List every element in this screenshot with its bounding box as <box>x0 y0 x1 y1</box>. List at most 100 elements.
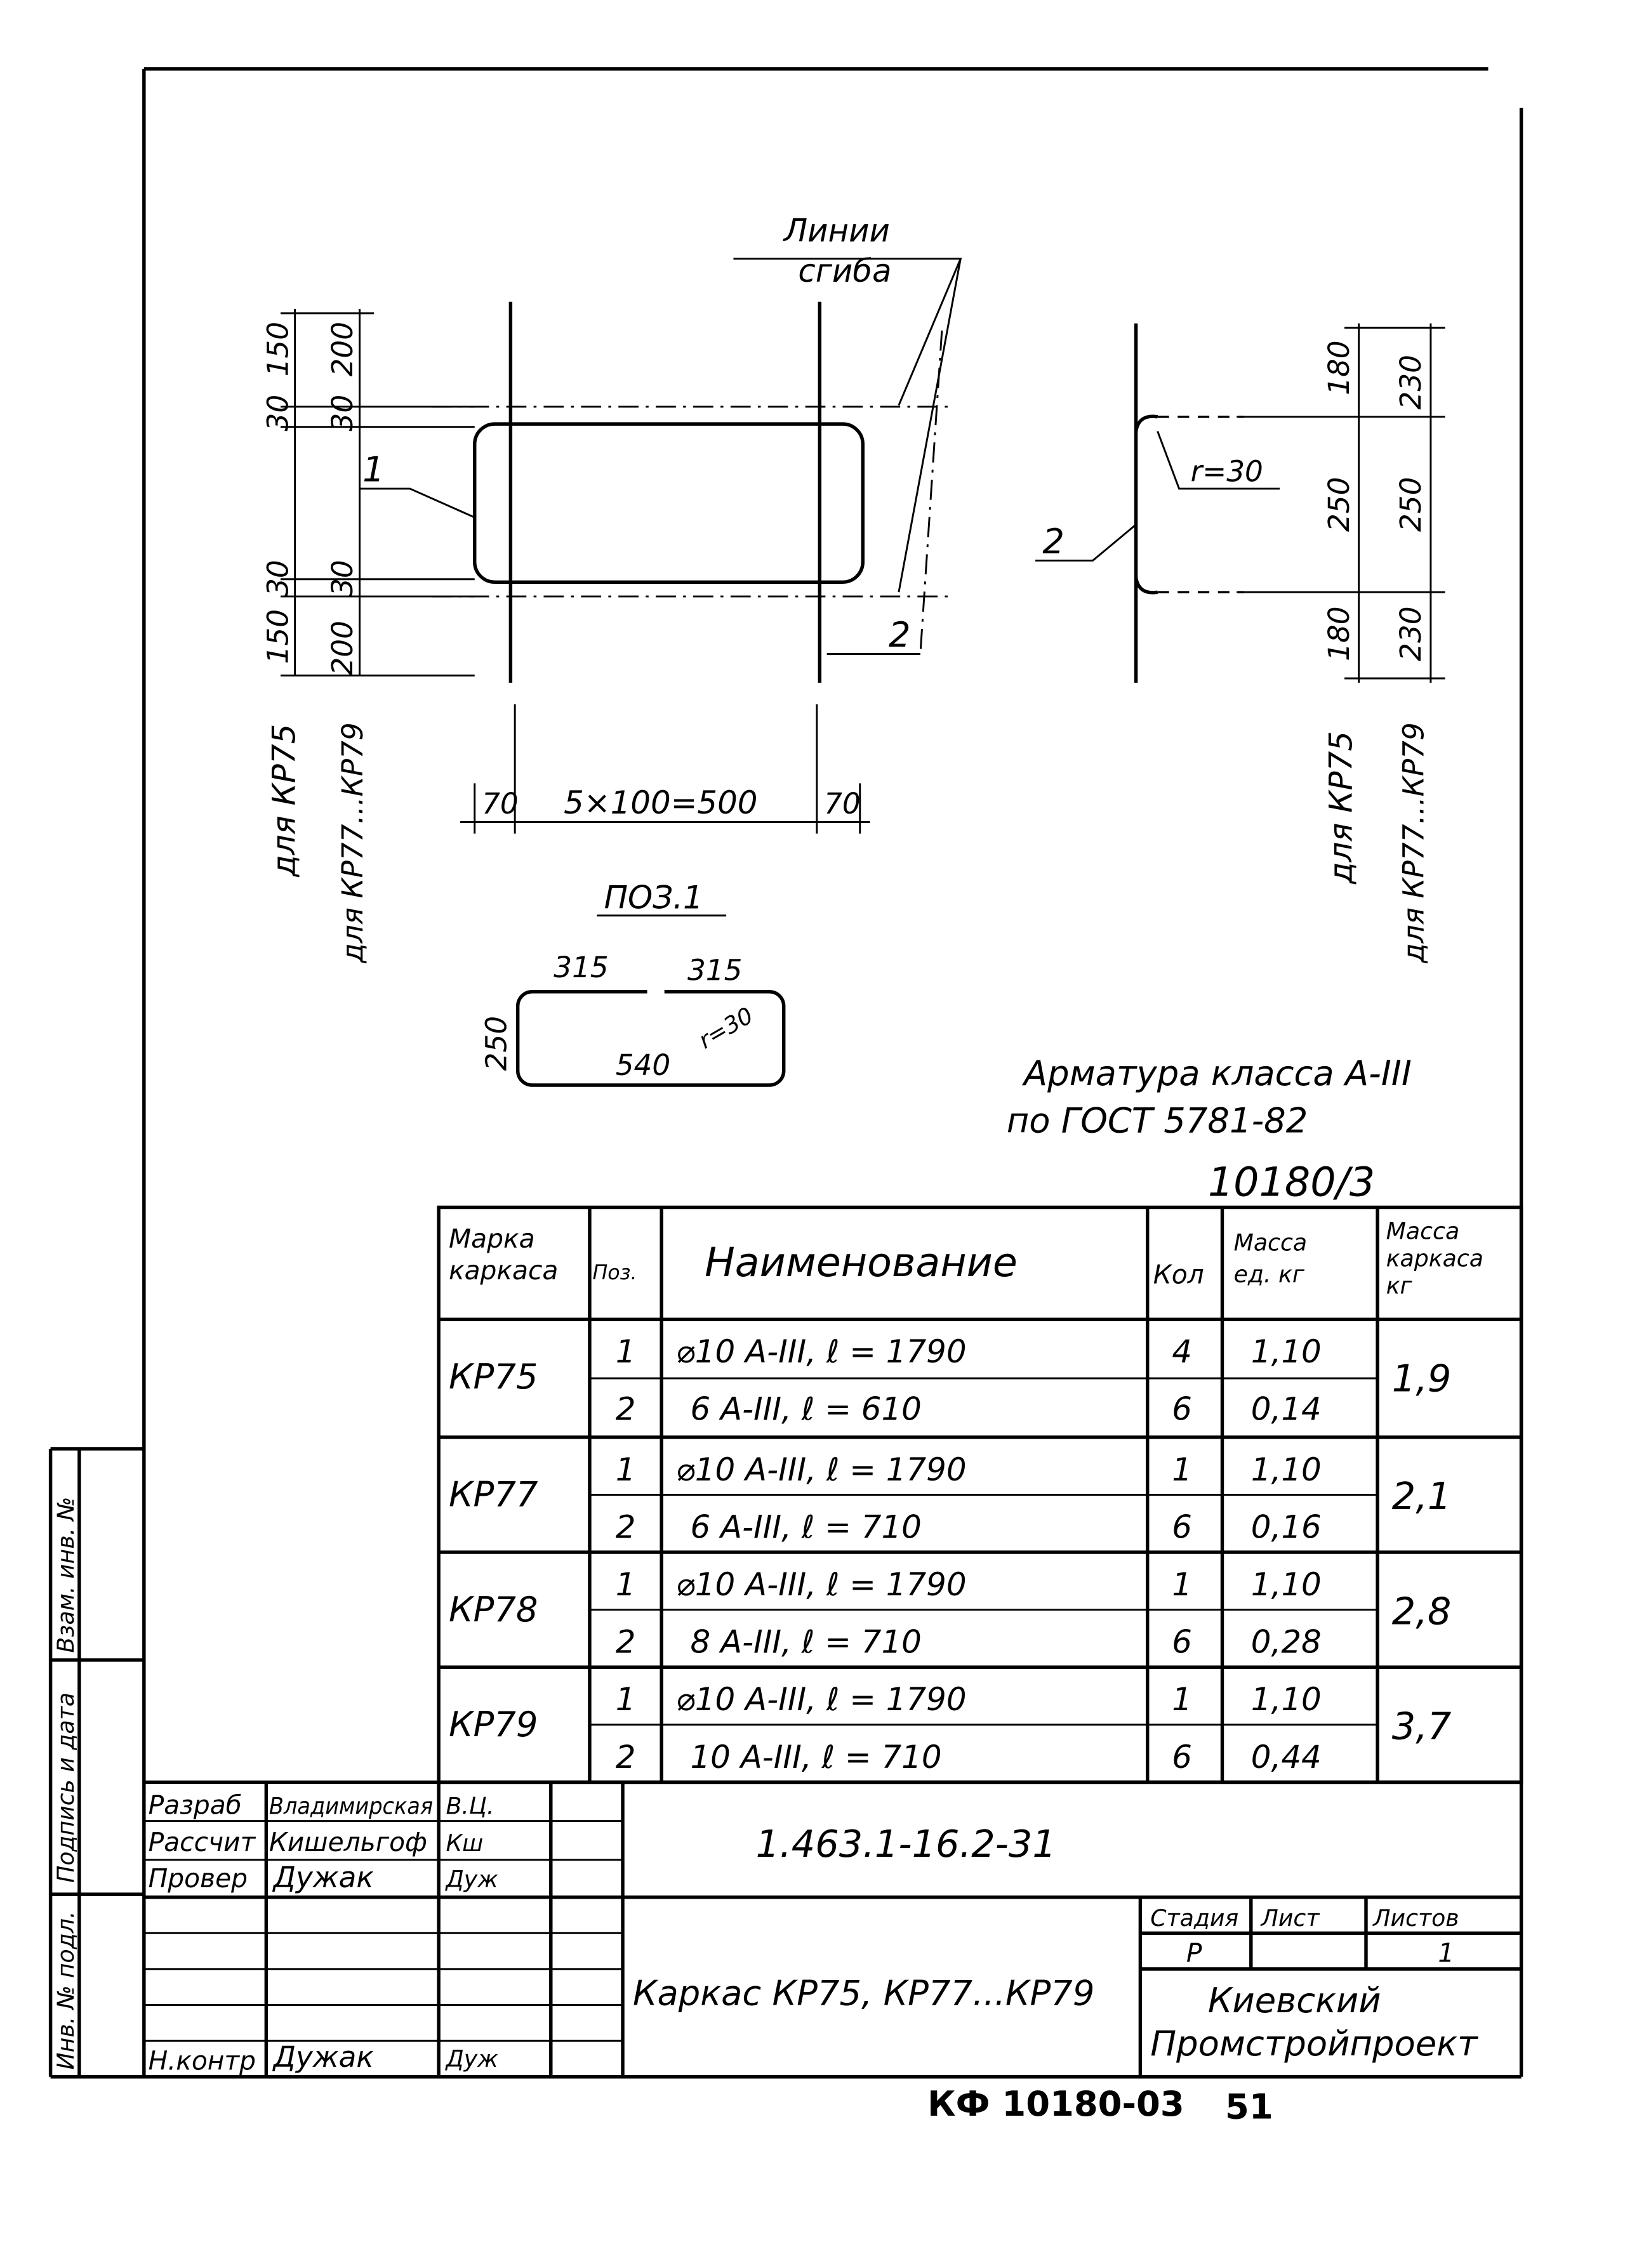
header-name: Наименование <box>705 1239 1018 1286</box>
label: 540 <box>616 1048 670 1082</box>
unit-mass: 1,10 <box>1251 1451 1322 1488</box>
drawing-name: Каркас КР75, КР77...КР79 <box>633 1974 1095 2014</box>
label: r=30 <box>1191 455 1263 489</box>
label: ПОЗ.1 <box>604 879 703 916</box>
item-name: 8 А-III, ℓ = 710 <box>690 1624 921 1661</box>
position: 1 <box>616 1333 636 1370</box>
label: 30 <box>326 560 359 597</box>
label: КФ 10180-03 <box>927 2084 1184 2124</box>
frame-front-view: 150 200 30 30 30 30 150 200 для КР75 для… <box>261 301 950 963</box>
item-name: ⌀10 А-III, ℓ = 1790 <box>676 1451 967 1488</box>
label: Лист <box>1260 1904 1320 1932</box>
label: 51 <box>1225 2087 1273 2126</box>
position: 1 <box>616 1566 636 1603</box>
pos1-detail: ПОЗ.1 315 315 540 250 r=30 <box>480 879 786 1087</box>
label: 30 <box>326 395 359 432</box>
label: Провер <box>149 1863 248 1894</box>
label: для КР75 <box>1322 731 1359 885</box>
position: 2 <box>616 1739 636 1776</box>
signature: В.Ц. <box>446 1792 494 1819</box>
label: 70 <box>482 787 519 821</box>
label: r=30 <box>694 1001 758 1054</box>
unit-mass: 0,44 <box>1251 1739 1322 1776</box>
item-name: 10 А-III, ℓ = 710 <box>690 1739 941 1776</box>
fold-lines-label: Линии сгиба <box>733 213 962 593</box>
label: Линии <box>783 213 890 249</box>
label: 2 <box>889 615 911 655</box>
label: 5×100=500 <box>564 784 757 821</box>
label: 1 <box>362 450 385 490</box>
label: Дужак <box>272 1861 375 1894</box>
frame-total-mass: 2,1 <box>1392 1474 1452 1518</box>
unit-mass: 1,10 <box>1251 1681 1322 1718</box>
label: Разраб <box>149 1790 242 1820</box>
frame-mark: КР78 <box>449 1590 538 1630</box>
label: 150 <box>261 322 295 376</box>
label: 70 <box>824 787 861 821</box>
label: 1 <box>1438 1938 1454 1968</box>
label: 315 <box>554 951 608 984</box>
label: 230 <box>1394 606 1428 661</box>
quantity: 1 <box>1172 1681 1192 1718</box>
signature: Дуж <box>444 1866 498 1893</box>
label: для КР77...КР79 <box>336 722 369 963</box>
label: Подпись и дата <box>52 1692 79 1883</box>
label: Арматура класса А-III <box>1022 1053 1412 1093</box>
label: 315 <box>687 954 742 987</box>
label: 200 <box>326 621 359 675</box>
title-block: Разраб Владимирская В.Ц. Рассчит Кишельг… <box>143 1780 1522 2077</box>
unit-mass: 0,16 <box>1251 1508 1322 1545</box>
label: 230 <box>1394 355 1428 409</box>
item-name: ⌀10 А-III, ℓ = 1790 <box>676 1333 967 1370</box>
label: Дужак <box>272 2040 375 2074</box>
label: 30 <box>261 395 295 432</box>
label: Листов <box>1372 1904 1459 1932</box>
signature: Кш <box>446 1830 483 1857</box>
frame-total-mass: 1,9 <box>1392 1356 1452 1400</box>
quantity: 1 <box>1172 1566 1192 1603</box>
label: для КР75 <box>266 724 303 878</box>
archive-number: 10180/3 <box>1208 1158 1375 1205</box>
reinforcement-note: Арматура класса А-III по ГОСТ 5781-82 10… <box>1007 1053 1412 1205</box>
signature: Дуж <box>444 2045 498 2073</box>
unit-mass: 0,28 <box>1251 1624 1322 1661</box>
quantity: 6 <box>1172 1624 1192 1661</box>
quantity: 6 <box>1172 1739 1192 1776</box>
position: 2 <box>616 1391 636 1428</box>
position: 2 <box>616 1508 636 1545</box>
item-name: 6 А-III, ℓ = 610 <box>690 1391 921 1428</box>
label: Рассчит <box>149 1827 256 1857</box>
footer: КФ 10180-03 51 <box>927 2084 1273 2127</box>
quantity: 6 <box>1172 1391 1192 1428</box>
frame-mark: КР79 <box>449 1704 538 1744</box>
item-name: 6 А-III, ℓ = 710 <box>690 1508 921 1545</box>
unit-mass: 0,14 <box>1251 1391 1322 1428</box>
label: Взам. инв. № <box>52 1497 79 1653</box>
position: 1 <box>616 1681 636 1718</box>
label: Киевский <box>1208 1981 1381 2021</box>
label: Кишельгоф <box>269 1827 427 1857</box>
side-stamp: Взам. инв. № Подпись и дата Инв. № подл. <box>48 1447 144 2077</box>
item-name: ⌀10 А-III, ℓ = 1790 <box>676 1681 967 1718</box>
position: 1 <box>616 1451 636 1488</box>
unit-mass: 1,10 <box>1251 1333 1322 1370</box>
frame-total-mass: 3,7 <box>1392 1704 1452 1748</box>
frame-mark: КР75 <box>449 1357 538 1397</box>
label: Промстройпроект <box>1150 2024 1478 2064</box>
frame-mark: КР77 <box>449 1475 538 1515</box>
quantity: 1 <box>1172 1451 1192 1488</box>
label: 250 <box>1394 477 1428 532</box>
header-position: Поз. <box>592 1262 637 1284</box>
item-name: ⌀10 А-III, ℓ = 1790 <box>676 1566 967 1603</box>
label: Стадия <box>1150 1904 1238 1932</box>
designation: 1.463.1-16.2-31 <box>756 1822 1056 1866</box>
position: 2 <box>616 1624 636 1661</box>
frame-side-view: r=30 2 180 250 180 230 250 230 для КР75 … <box>1035 323 1445 963</box>
unit-mass: 1,10 <box>1251 1566 1322 1603</box>
frame-total-mass: 2,8 <box>1392 1589 1452 1633</box>
